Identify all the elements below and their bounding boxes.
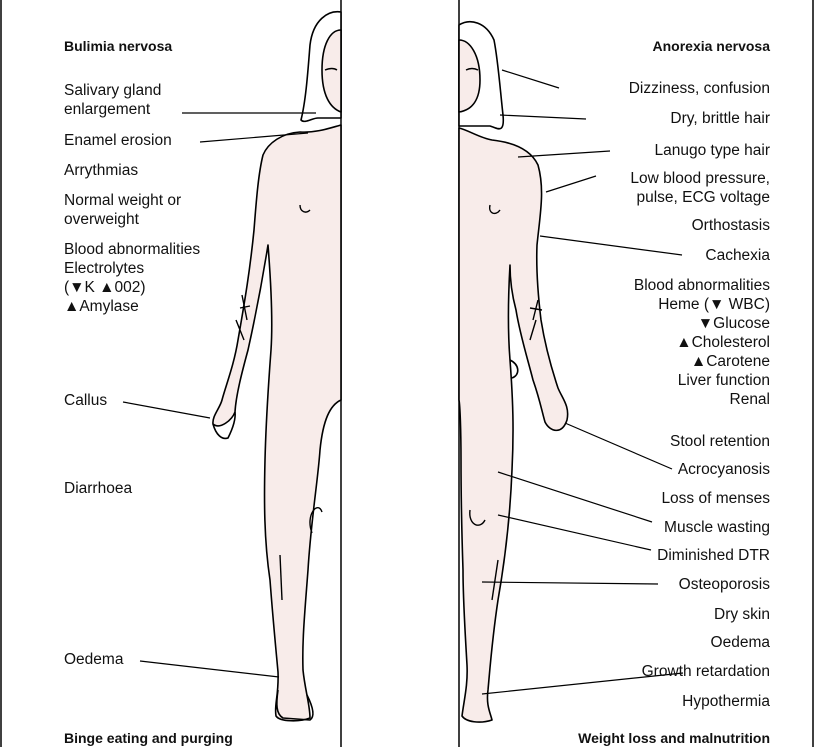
label-blood-anorexia-line1: Blood abnormalities <box>634 276 770 295</box>
anorexia-footer: Weight loss and malnutrition <box>578 730 770 746</box>
label-blood-anorexia-line5: ▲Carotene <box>634 352 770 371</box>
label-blood-bulimia-line4: ▲Amylase <box>64 297 200 316</box>
label-bp-line1: Low blood pressure, <box>630 169 770 188</box>
label-blood-pressure: Low blood pressure, pulse, ECG voltage <box>630 169 770 207</box>
label-blood-anorexia-line4: ▲Cholesterol <box>634 333 770 352</box>
label-blood-anorexia: Blood abnormalities Heme (▼ WBC) ▼Glucos… <box>634 276 770 409</box>
label-osteoporosis: Osteoporosis <box>679 575 770 594</box>
label-blood-bulimia-line3: (▼K ▲002) <box>64 278 200 297</box>
label-dry-skin: Dry skin <box>714 605 770 624</box>
label-cachexia: Cachexia <box>705 246 770 265</box>
label-callus: Callus <box>64 391 107 410</box>
label-loss-of-menses: Loss of menses <box>661 489 770 508</box>
label-blood-bulimia-line2: Electrolytes <box>64 259 200 278</box>
label-blood-anorexia-line2: Heme (▼ WBC) <box>634 295 770 314</box>
anorexia-title: Anorexia nervosa <box>653 38 771 54</box>
label-salivary-line1: Salivary gland <box>64 81 161 100</box>
label-blood-anorexia-line7: Renal <box>634 390 770 409</box>
label-weight-line2: overweight <box>64 210 181 229</box>
label-orthostasis: Orthostasis <box>692 216 770 235</box>
label-oedema-left: Oedema <box>64 650 123 669</box>
label-weight-line1: Normal weight or <box>64 191 181 210</box>
label-weight: Normal weight or overweight <box>64 191 181 229</box>
label-dizziness: Dizziness, confusion <box>629 79 770 98</box>
left-half-figure <box>213 12 341 721</box>
label-salivary-line2: enlargement <box>64 100 161 119</box>
label-oedema-right: Oedema <box>711 633 770 652</box>
label-arrythmias: Arrythmias <box>64 161 138 180</box>
label-blood-bulimia-line1: Blood abnormalities <box>64 240 200 259</box>
label-blood-bulimia: Blood abnormalities Electrolytes (▼K ▲00… <box>64 240 200 316</box>
label-enamel-erosion: Enamel erosion <box>64 131 172 150</box>
label-blood-anorexia-line6: Liver function <box>634 371 770 390</box>
label-lanugo: Lanugo type hair <box>655 141 770 160</box>
label-diarrhoea: Diarrhoea <box>64 479 132 498</box>
bulimia-title: Bulimia nervosa <box>64 38 172 54</box>
label-stool-retention: Stool retention <box>670 432 770 451</box>
label-blood-anorexia-line3: ▼Glucose <box>634 314 770 333</box>
bulimia-footer: Binge eating and purging <box>64 730 233 746</box>
label-salivary: Salivary gland enlargement <box>64 81 161 119</box>
label-hypothermia: Hypothermia <box>682 692 770 711</box>
label-dry-hair: Dry, brittle hair <box>670 109 770 128</box>
label-growth-retardation: Growth retardation <box>642 662 770 681</box>
label-muscle-wasting: Muscle wasting <box>664 518 770 537</box>
label-bp-line2: pulse, ECG voltage <box>630 188 770 207</box>
label-acrocyanosis: Acrocyanosis <box>678 460 770 479</box>
label-diminished-dtr: Diminished DTR <box>657 546 770 565</box>
right-half-figure <box>459 22 568 722</box>
